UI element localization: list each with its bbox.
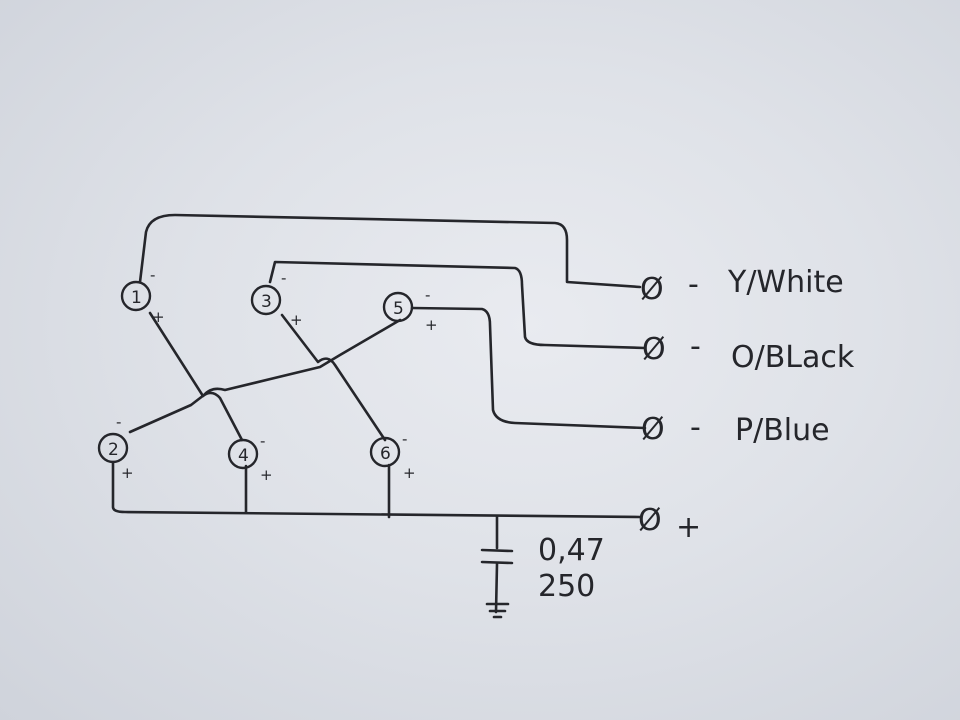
coil-plus: + [260,466,273,484]
wire-coil3-to-coil6 [280,313,387,442]
coil-plus: + [152,308,165,326]
coil-number: 6 [380,444,391,464]
coil-minus: - [402,430,407,448]
wire-common-plus [111,460,642,519]
wire-coil5-to-blue [410,306,647,430]
terminal-symbol: Ø [638,503,662,538]
terminal-dash: - [690,329,701,364]
coil-circle [120,280,152,312]
coil-1: 1 - + [120,266,165,326]
coil-plus: + [403,464,416,482]
wire-coil1-to-coil4 [148,311,244,442]
coil-number: 5 [393,299,404,319]
coil-minus: - [150,266,155,284]
terminal-symbol: Ø [642,332,666,367]
capacitor-plate-top [480,548,514,553]
coil-circle [97,432,129,464]
terminal-white: Ø - Y/White [640,265,844,307]
coil-circle [382,291,414,323]
coil-4: 4 - + [227,432,273,484]
capacitor-plate-bottom [480,560,514,565]
coil-2: 2 - + [97,413,134,482]
wire-coil1-to-white [138,213,642,289]
terminal-label: + [676,510,701,545]
terminal-black: Ø - O/BLack [642,329,855,375]
wire-coil3-to-black [268,260,647,350]
capacitor-value: 0,47 [538,533,605,568]
terminal-label: P/Blue [735,413,830,448]
coil-minus: - [281,269,286,287]
coil-3: 3 - + [250,269,303,329]
terminal-plus: Ø + [638,503,701,545]
coil-plus: + [121,464,134,482]
coil-minus: - [116,413,121,431]
coil-minus: - [425,286,430,304]
coil-number: 2 [108,440,119,460]
coil-6: 6 - + [369,430,416,482]
ground-symbol [485,602,510,619]
coil-number: 1 [131,288,142,308]
capacitor-voltage: 250 [538,569,595,604]
wire-coil5-to-coil2 [128,318,402,434]
coil-5: 5 - + [382,286,438,334]
terminal-blue: Ø - P/Blue [641,410,830,448]
coil-number: 3 [261,292,272,312]
terminal-dash: - [690,410,701,445]
coil-plus: + [290,311,303,329]
coil-circle [227,438,259,470]
terminal-label: Y/White [727,265,844,300]
terminal-label: O/BLack [731,340,855,375]
coil-circle [250,284,282,316]
coil-minus: - [260,432,265,450]
terminal-symbol: Ø [640,272,664,307]
coil-number: 4 [238,446,249,466]
coil-plus: + [425,316,438,334]
terminal-dash: - [688,267,699,302]
coil-circle [369,436,401,468]
terminal-symbol: Ø [641,412,665,447]
